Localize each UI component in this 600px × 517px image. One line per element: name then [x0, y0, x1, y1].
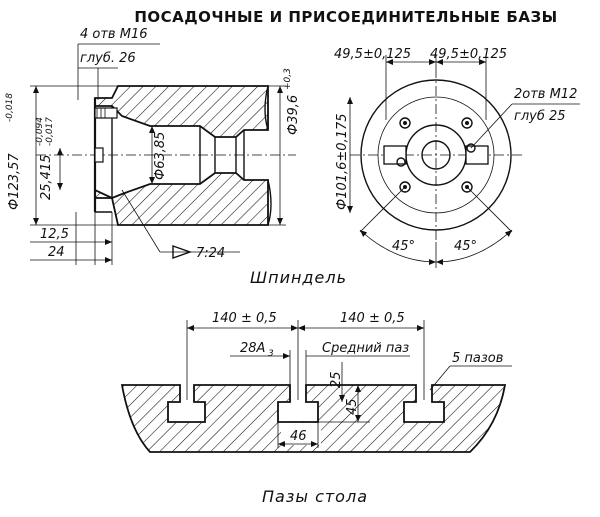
spindle-upper-wall	[94, 85, 269, 138]
dia-outer-label: Ф123,57	[7, 153, 22, 210]
flange-bolt-circle-dia: Ф101,6±0,175	[335, 113, 350, 210]
spindle-break-line	[264, 85, 272, 226]
spindle-lower-wall	[94, 172, 269, 226]
flange-holes-label: 2отв М12	[514, 87, 577, 102]
dim-12-5-label: 12,5	[40, 227, 69, 242]
center-slot-label: Средний паз	[322, 341, 409, 356]
dim-24-label: 24	[48, 245, 65, 260]
flange-dim-left: 49,5±0,125	[334, 47, 411, 62]
spindle-holes-label: 4 отв М16	[80, 27, 147, 42]
table-slots-section: 140 ± 0,5 140 ± 0,5 28А 3 Средний паз 5 …	[120, 311, 512, 506]
drawing-title: ПОСАДОЧНЫЕ И ПРИСОЕДИНИТЕЛЬНЫЕ БАЗЫ	[134, 8, 557, 26]
taper-label: 7:24	[196, 246, 225, 261]
slot-width-label: 28А	[240, 341, 265, 356]
spindle-caption: Шпиндель	[250, 268, 347, 287]
dia-pilot-tol-lower: -0,017	[45, 117, 55, 146]
slot-pitch-left: 140 ± 0,5	[212, 311, 277, 326]
dia-pilot-label: 25,415	[39, 155, 54, 201]
flange-end-view: 49,5±0,125 49,5±0,125 2отв М12 глуб 25 Ф…	[334, 47, 580, 268]
depth-upper-label: 25	[329, 371, 344, 388]
threaded-hole-m16	[94, 107, 118, 119]
slot-count-label: 5 пазов	[452, 351, 503, 366]
slot-bottom-width: 46	[290, 429, 307, 444]
spindle-holes-depth: глуб. 26	[80, 51, 136, 66]
flange-dim-right: 49,5±0,125	[430, 47, 507, 62]
dia-shank-tol: +0,3	[283, 68, 293, 90]
drive-key-left	[383, 145, 407, 165]
dia-bore-label: Ф63,85	[153, 132, 168, 180]
taper-symbol-icon	[172, 245, 193, 259]
table-body	[120, 384, 507, 453]
flange-holes-depth: глуб 25	[514, 109, 566, 124]
pilot-key	[94, 147, 104, 163]
slot-width-sub: 3	[268, 349, 274, 359]
drive-key-right	[465, 145, 489, 165]
table-caption: Пазы стола	[262, 487, 368, 506]
dia-outer-tol: -0,018	[5, 93, 15, 122]
spindle-section: 4 отв М16 глуб. 26 Ф123,57 -0,018 25,415…	[5, 27, 347, 287]
depth-total-label: 45	[345, 398, 360, 415]
flange-angle-left: 45°	[392, 239, 415, 254]
dia-shank-label: Ф39,6	[286, 95, 301, 135]
slot-pitch-right: 140 ± 0,5	[340, 311, 405, 326]
dia-pilot-tol-upper: -0,094	[35, 117, 45, 146]
flange-angle-right: 45°	[454, 239, 477, 254]
